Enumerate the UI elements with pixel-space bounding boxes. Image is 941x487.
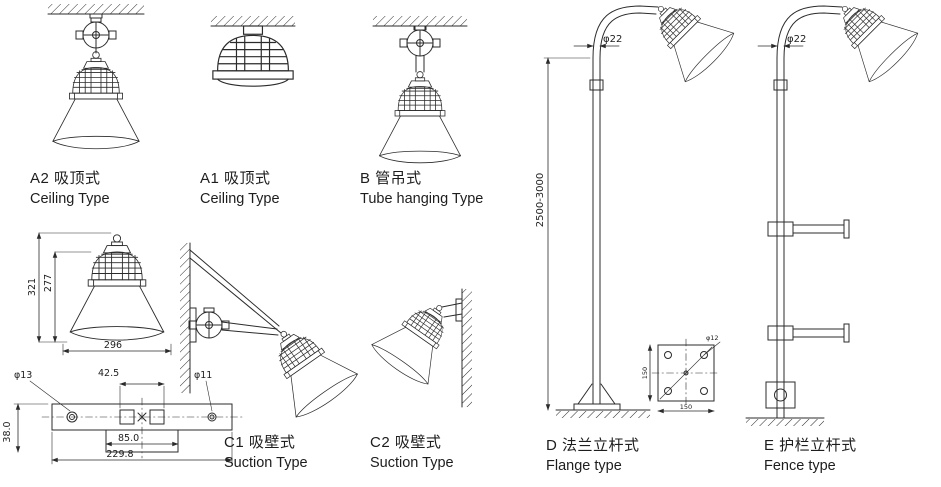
dim-flange-side: 150 [641, 367, 649, 379]
caption-c1-subtitle: Suction Type [224, 455, 308, 472]
figure-c2-drawing [368, 285, 472, 408]
dim-plate-width: 229.8 [106, 449, 133, 460]
caption-a2: A2 吸顶式 Ceiling Type [30, 170, 110, 208]
caption-e: E 护栏立杆式 Fence type [764, 437, 857, 475]
caption-e-subtitle: Fence type [764, 458, 836, 475]
dim-lamp-width: 296 [104, 340, 122, 351]
caption-a1-subtitle: Ceiling Type [200, 191, 280, 208]
dim-lamp-total-height: 321 [27, 278, 38, 296]
dim-plate-thickness: 38.0 [2, 421, 13, 442]
caption-c1: C1 吸壁式 Suction Type [224, 434, 308, 472]
caption-c1-title: C1 吸壁式 [224, 434, 296, 451]
caption-d: D 法兰立杆式 Flange type [546, 437, 640, 475]
caption-a1-title: A1 吸顶式 [200, 170, 271, 187]
dim-flange-width: 150 [680, 403, 692, 411]
figure-d-drawing: φ22 2500-3000 150 150 φ12 [535, 0, 736, 418]
figure-b-drawing [372, 16, 468, 164]
dim-lamp-body-height: 277 [43, 274, 54, 292]
caption-b-title: B 管吊式 [360, 170, 422, 187]
figure-dimension-side-view: 321 277 296 [27, 232, 172, 356]
caption-e-title: E 护栏立杆式 [764, 437, 857, 454]
caption-b: B 管吊式 Tube hanging Type [360, 170, 483, 208]
caption-b-subtitle: Tube hanging Type [360, 191, 484, 208]
caption-a2-subtitle: Ceiling Type [30, 191, 110, 208]
dim-plate-right-hole: φ11 [194, 370, 212, 381]
figure-a2-drawing [47, 4, 145, 150]
caption-c2: C2 吸壁式 Suction Type [370, 434, 454, 472]
caption-d-subtitle: Flange type [546, 458, 622, 475]
caption-c2-subtitle: Suction Type [370, 455, 454, 472]
dim-plate-center-span: 85.0 [118, 433, 139, 444]
figure-a1-drawing [210, 16, 296, 87]
figure-c1-drawing [180, 242, 362, 423]
figure-base-plate-drawing: φ13 42.5 φ11 85.0 [2, 368, 243, 465]
caption-c2-title: C2 吸壁式 [370, 434, 442, 451]
caption-d-title: D 法兰立杆式 [546, 437, 640, 454]
dim-flange-holes: φ12 [706, 334, 719, 342]
dim-pole-d-tube: φ22 [603, 34, 622, 45]
caption-a2-title: A2 吸顶式 [30, 170, 101, 187]
dim-plate-left-hole: φ13 [14, 370, 32, 381]
dim-pole-e-tube: φ22 [787, 34, 806, 45]
figure-e-drawing: φ22 [745, 0, 923, 426]
dim-pole-height-range: 2500-3000 [535, 173, 546, 228]
caption-a1: A1 吸顶式 Ceiling Type [200, 170, 280, 208]
dim-plate-slot: 42.5 [98, 368, 119, 379]
